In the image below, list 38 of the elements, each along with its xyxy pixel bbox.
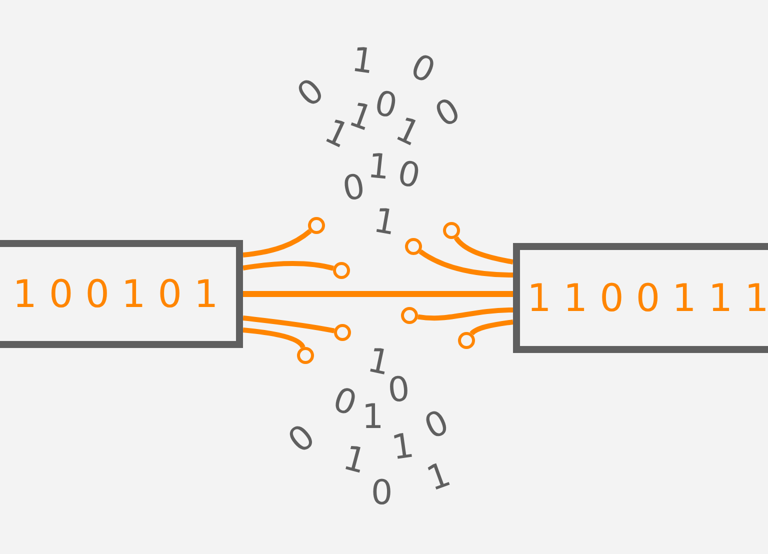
binary-digit: 1 [366,148,392,186]
data-box [0,240,243,348]
binary-digit: 1 [350,42,376,80]
wire-terminal [401,307,418,324]
binary-digit: 0 [371,476,393,510]
wire [418,308,514,321]
binary-number: 1 0 0 1 0 1 [12,272,218,316]
wire-terminal [334,324,351,341]
wire [418,249,514,278]
binary-digit: 1 [362,400,384,434]
binary-digit: 0 [292,73,330,113]
wire [242,328,306,349]
binary-digit: 1 [422,457,455,497]
data-box [513,243,768,353]
wire-terminal [458,332,475,349]
wire-terminal [297,347,314,364]
binary-digit: 0 [406,49,440,89]
binary-digit: 0 [386,372,412,408]
wire-terminal [308,217,325,234]
wire-terminal [443,222,460,239]
binary-number: 1 1 0 0 1 1 1 [527,276,768,320]
wire [242,316,335,334]
binary-digit: 1 [371,203,398,241]
wire [243,291,513,297]
binary-digit: 1 [340,440,370,480]
binary-digit: 0 [328,382,361,422]
wire [454,236,514,264]
wire [242,261,334,271]
binary-digit: 0 [430,92,466,134]
wire-terminal [405,238,422,255]
binary-digit: 0 [394,156,423,194]
wire [242,229,312,258]
binary-digit: 0 [282,419,322,459]
wire-terminal [333,262,350,279]
binary-digit: 1 [390,428,416,466]
wire [470,320,514,336]
binary-digit: 0 [340,169,368,207]
binary-digit: 0 [420,405,454,445]
